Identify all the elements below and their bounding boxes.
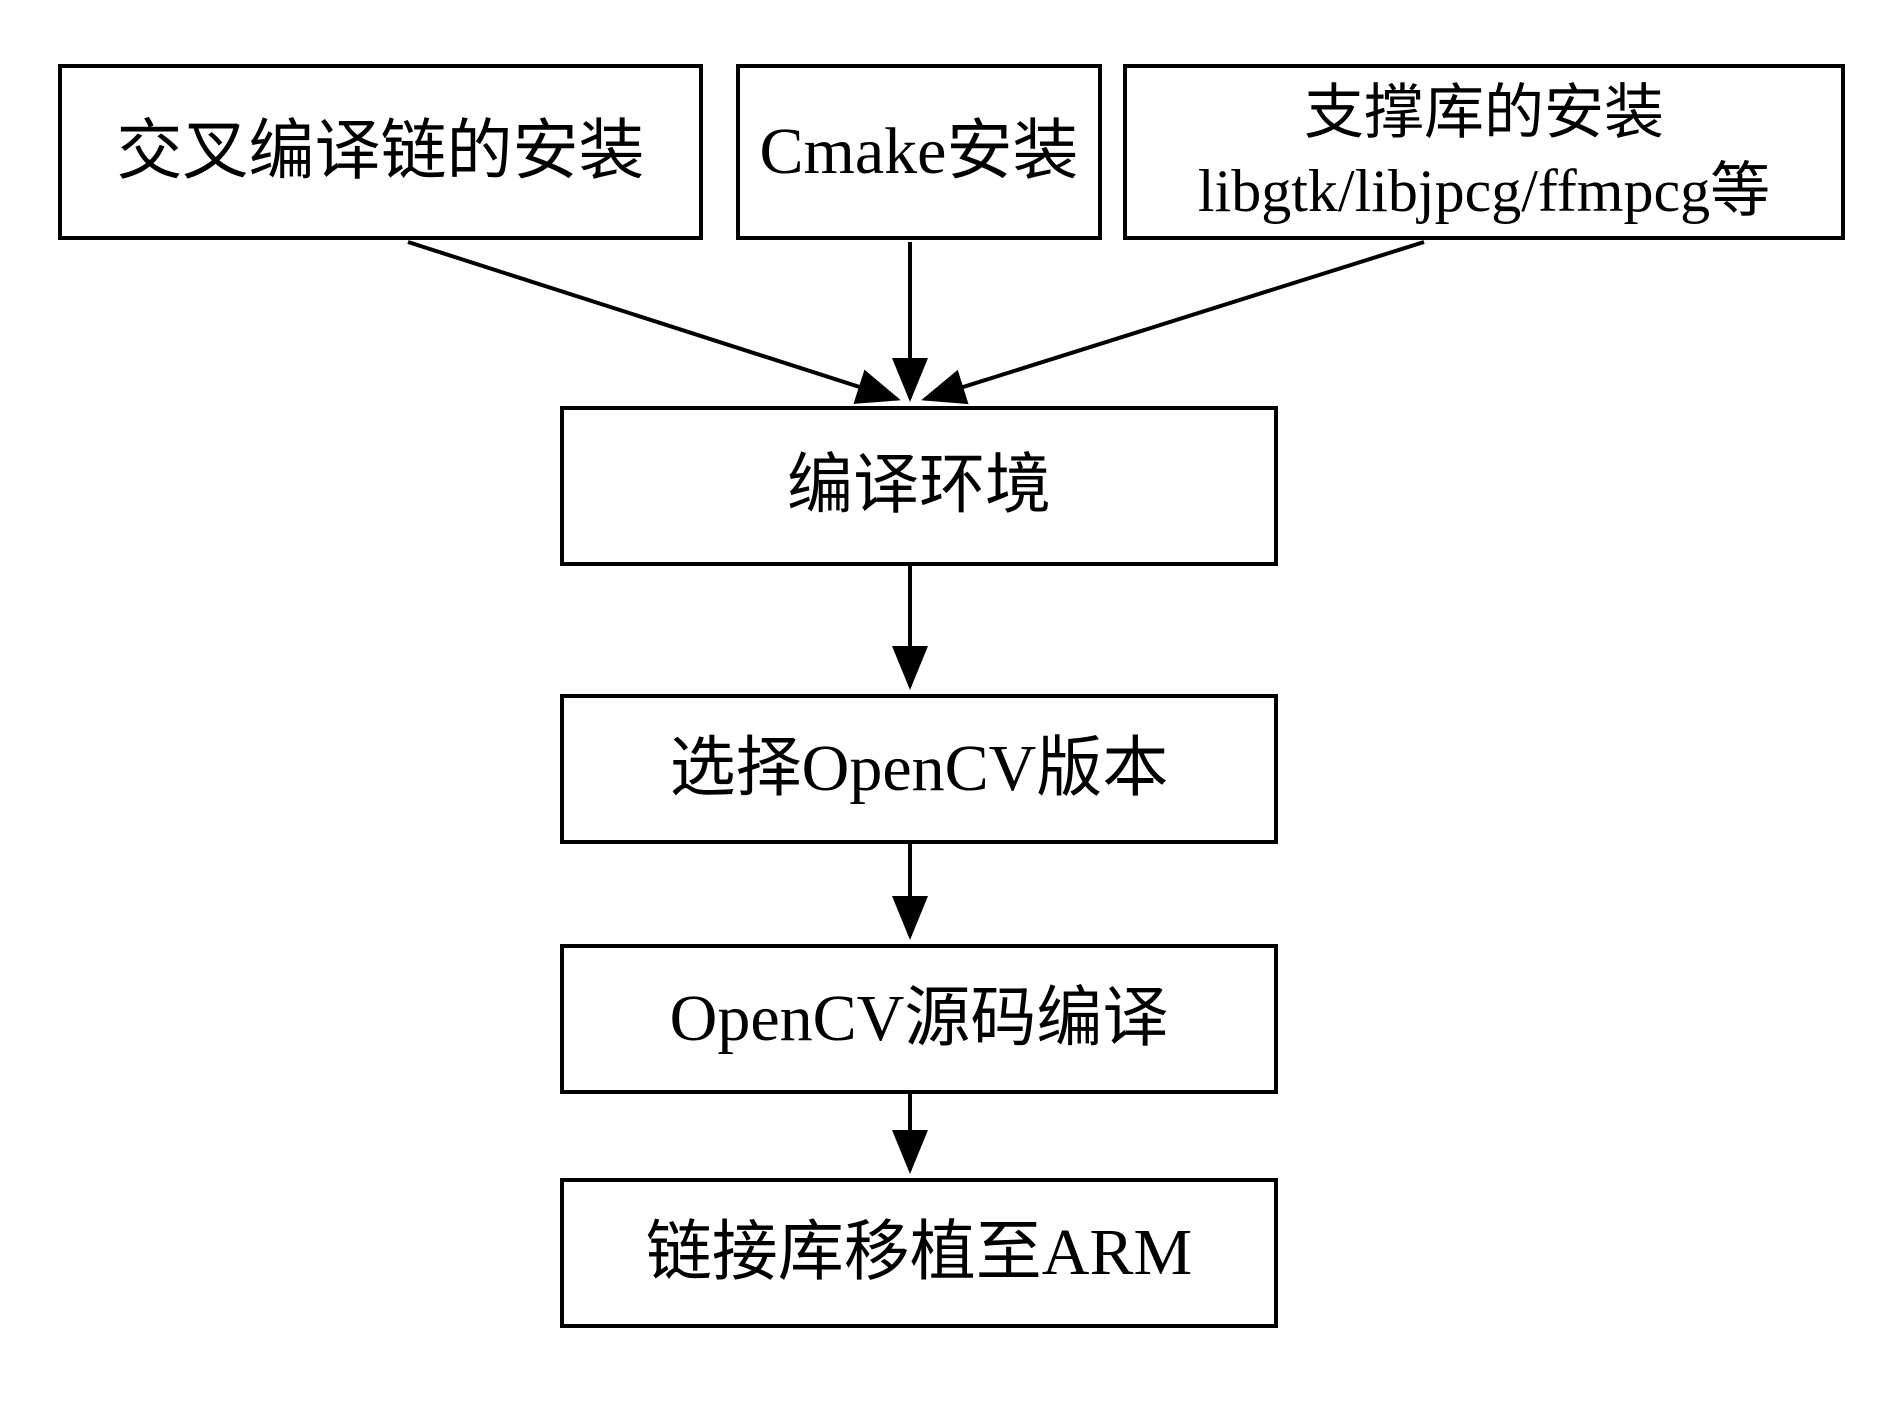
node-select-opencv-version-label: 选择OpenCV版本 <box>669 732 1169 806</box>
node-cross-compile-chain-install-label: 交叉编译链的安装 <box>116 115 645 189</box>
node-cross-compile-chain-install: 交叉编译链的安装 <box>58 64 703 240</box>
arrow-support-libs-to-build-env <box>921 240 1425 405</box>
node-opencv-source-compile: OpenCV源码编译 <box>560 944 1278 1094</box>
node-cmake-install-label: Cmake安装 <box>759 115 1079 189</box>
node-build-environment: 编译环境 <box>560 406 1278 566</box>
node-support-libs-install-title: 支撑库的安装 <box>1304 80 1664 146</box>
node-cmake-install: Cmake安装 <box>736 64 1102 240</box>
node-port-libs-to-arm-label: 链接库移植至ARM <box>645 1216 1193 1290</box>
node-support-libs-install: 支撑库的安装 libgtk/libjpcg/ffmpcg等 <box>1123 64 1845 240</box>
arrow-cross-compile-to-build-env <box>407 240 901 404</box>
node-build-environment-label: 编译环境 <box>787 449 1051 523</box>
node-port-libs-to-arm: 链接库移植至ARM <box>560 1178 1278 1328</box>
node-opencv-source-compile-label: OpenCV源码编译 <box>669 982 1169 1056</box>
node-support-libs-install-detail: libgtk/libjpcg/ffmpcg等 <box>1197 158 1771 224</box>
node-select-opencv-version: 选择OpenCV版本 <box>560 694 1278 844</box>
